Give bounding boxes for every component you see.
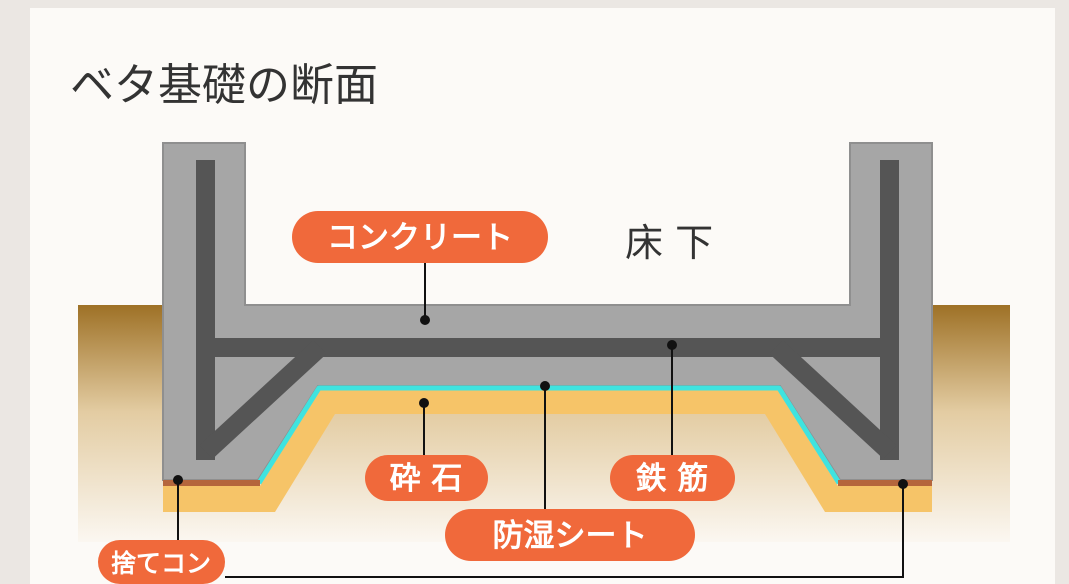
diagram-title: ベタ基礎の断面: [70, 60, 378, 111]
concrete-label-pill: [292, 211, 548, 263]
rebar-right-diagonal: [769, 340, 897, 459]
blinding-concrete-label-text: 捨てコン: [111, 549, 211, 578]
rebar-left-diagonal: [199, 340, 327, 459]
rebar-label: 鉄 筋: [610, 455, 735, 501]
moisture-sheet-label-text: 防湿シート: [493, 518, 648, 554]
blinding-concrete-marker-dot-right: [898, 479, 908, 489]
underfloor-label: 床 下: [625, 221, 713, 265]
rebar-left-vertical: [196, 160, 215, 460]
rebar-label-text: 鉄 筋: [636, 461, 709, 497]
moisture-sheet-label-pill: [445, 509, 695, 561]
rebar-right-vertical: [880, 160, 899, 460]
concrete-label: コンクリート: [292, 211, 548, 263]
blinding-concrete-label-pill: [98, 540, 225, 584]
rebar-label-pill: [610, 455, 735, 501]
blinding-concrete-leader-line-right: [225, 484, 904, 578]
rebar-horizontal: [196, 338, 899, 357]
blinding-concrete-left: [163, 480, 260, 486]
blinding-concrete-marker-dot-left: [173, 475, 183, 485]
gravel-layer: [163, 390, 932, 512]
concrete-label-text: コンクリート: [327, 220, 513, 256]
blinding-concrete-label: 捨てコン: [98, 540, 225, 584]
blinding-concrete-right: [838, 480, 932, 486]
concrete-marker-dot: [420, 315, 430, 325]
moisture-sheet-label: 防湿シート: [445, 509, 695, 561]
gravel-label-pill: [365, 455, 488, 501]
gravel-label-text: 砕 石: [390, 461, 463, 497]
rebar-marker-dot: [667, 340, 677, 350]
gravel-marker-dot: [419, 398, 429, 408]
gravel-label: 砕 石: [365, 455, 488, 501]
moisture-sheet-marker-dot: [540, 381, 550, 391]
